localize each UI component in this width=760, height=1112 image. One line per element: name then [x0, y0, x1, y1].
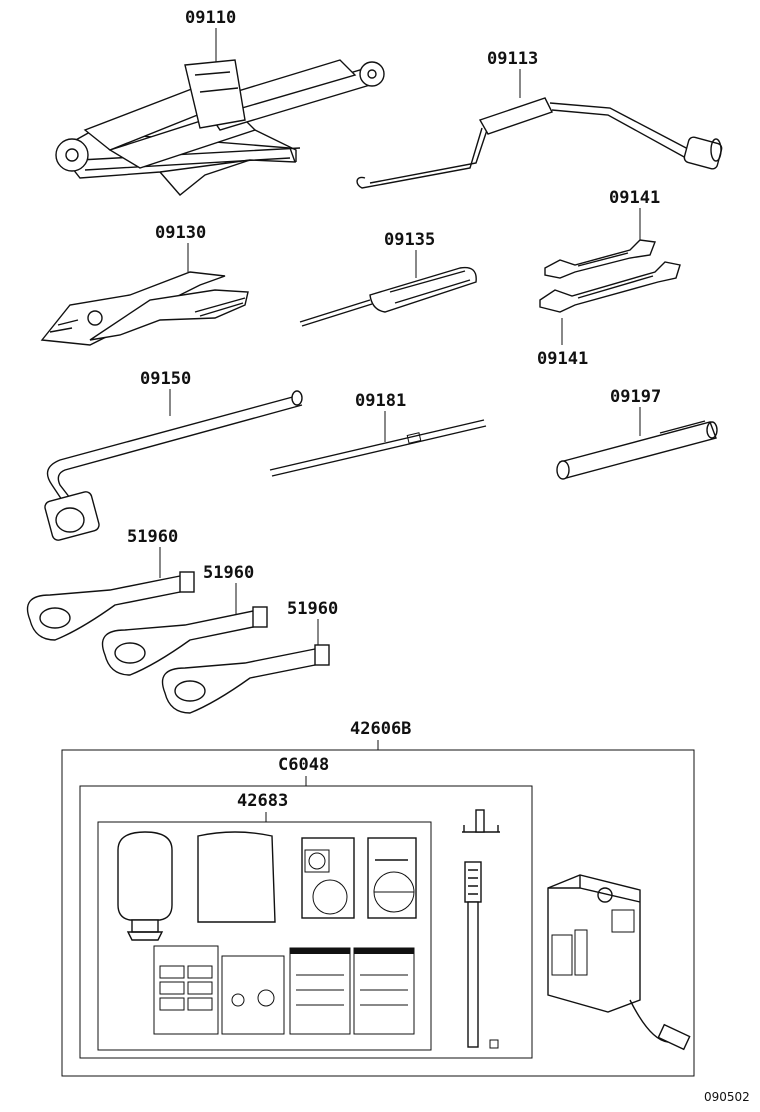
- part-label-51960-1[interactable]: 51960: [127, 527, 178, 547]
- part-label-09130[interactable]: 09130: [155, 223, 206, 243]
- part-label-51960-2[interactable]: 51960: [203, 563, 254, 583]
- part-label-51960-3[interactable]: 51960: [287, 599, 338, 619]
- part-label-42683[interactable]: 42683: [237, 791, 288, 811]
- part-label-09135[interactable]: 09135: [384, 230, 435, 250]
- sealant-set-box: [97, 821, 432, 1051]
- part-label-09113[interactable]: 09113: [487, 49, 538, 69]
- jack-handle-drawing: [356, 97, 723, 189]
- towing-eye-1-drawing: [26, 571, 195, 641]
- diagram-code: 090502: [704, 1090, 750, 1104]
- injection-tube-drawing: [464, 861, 499, 1049]
- part-label-09150[interactable]: 09150: [140, 369, 191, 389]
- part-label-09141-top[interactable]: 09141: [609, 188, 660, 208]
- instruction-sheets: [153, 945, 415, 1035]
- repair-kit-outer-box: [61, 749, 695, 1077]
- tire-gauge-drawing: [556, 420, 718, 480]
- repair-kit-inner-box: [79, 785, 533, 1059]
- valve-tool-drawing: [269, 419, 487, 477]
- part-label-09141-bottom[interactable]: 09141: [537, 349, 588, 369]
- instruction-card-1: [301, 837, 355, 919]
- air-compressor-drawing: [547, 874, 691, 1051]
- wheel-nut-wrench-drawing: [44, 390, 303, 541]
- valve-core-drawing: [462, 809, 500, 833]
- screwdriver-drawing: [299, 266, 477, 327]
- pliers-drawing: [40, 271, 249, 346]
- part-label-09181[interactable]: 09181: [355, 391, 406, 411]
- towing-eye-3-drawing: [161, 644, 330, 714]
- sealant-bag-drawing: [197, 831, 276, 923]
- part-label-09197[interactable]: 09197: [610, 387, 661, 407]
- sealant-bottle-drawing: [117, 831, 173, 941]
- part-label-42606B[interactable]: 42606B: [350, 719, 411, 739]
- instruction-card-2: [367, 837, 417, 919]
- towing-eye-2-drawing: [101, 606, 268, 676]
- wrench-lower-drawing: [539, 261, 681, 313]
- part-label-C6048[interactable]: C6048: [278, 755, 329, 775]
- scissor-jack-drawing: [55, 59, 385, 196]
- wrench-upper-drawing: [544, 239, 656, 279]
- part-label-09110[interactable]: 09110: [185, 8, 236, 28]
